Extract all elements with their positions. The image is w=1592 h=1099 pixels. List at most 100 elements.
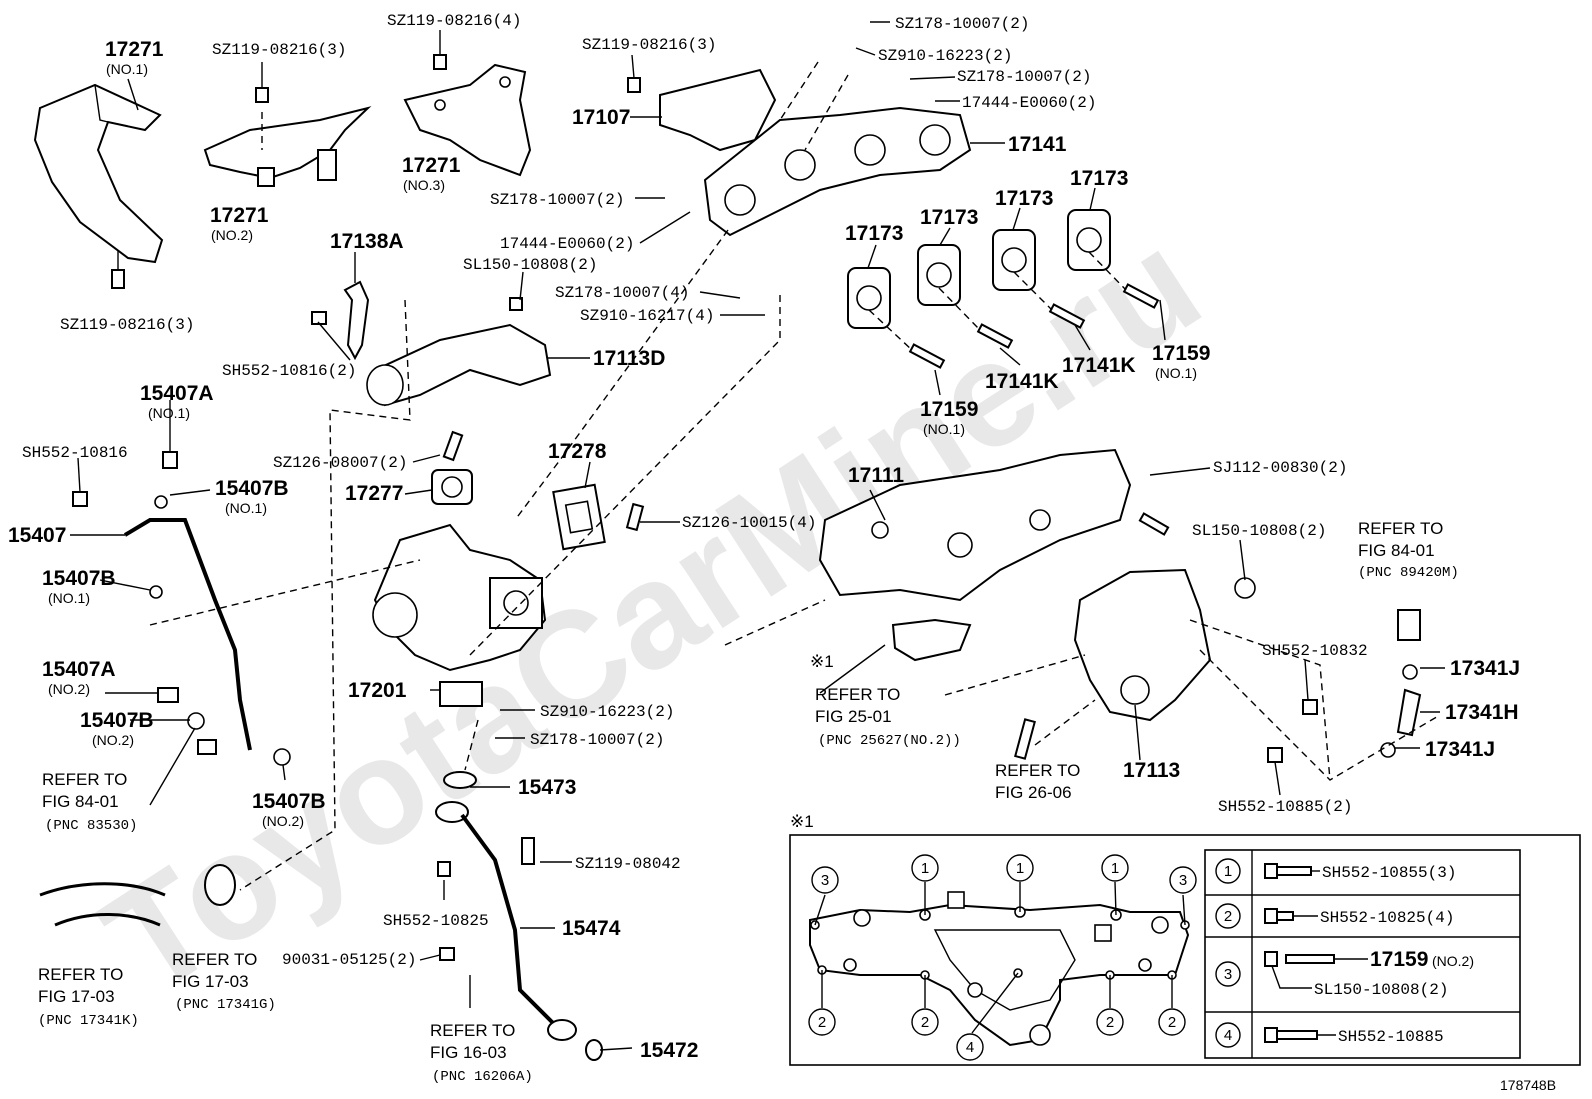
inset-callout: 2 — [1158, 1008, 1186, 1036]
label-17141: 17141 — [1008, 133, 1067, 156]
label-15407b-no1: 15407B — [215, 477, 289, 500]
label-17173-d: 17173 — [1070, 167, 1128, 190]
label-15407a-no2-sub: (NO.2) — [48, 681, 90, 697]
label-17271-no1: 17271 — [105, 38, 164, 61]
oil-pipe-15474 — [435, 771, 603, 1061]
bracket-17138a — [311, 280, 370, 361]
label-sh552-b: SH552-10816 — [22, 444, 128, 462]
label-17159-a: 17159 — [1152, 342, 1210, 365]
label-sz119-c: SZ119-08216(3) — [582, 36, 716, 54]
refer-2501c: (PNC 25627(NO.2)) — [818, 733, 961, 749]
label-15407b-no2: 15407B — [80, 709, 154, 732]
svg-text:SL150-10808(2): SL150-10808(2) — [1314, 981, 1448, 999]
gasket-17173-d — [1067, 209, 1111, 271]
gasket-17173-b — [917, 244, 961, 306]
label-sz910-b: SZ910-16217(4) — [580, 307, 714, 325]
inset-callout: 1 — [1101, 854, 1129, 882]
label-sh552-a: SH552-10816(2) — [222, 362, 356, 380]
label-17341j-b: 17341J — [1425, 738, 1495, 761]
pipe-17113d — [366, 297, 552, 407]
heat-shield-no3 — [403, 54, 532, 177]
label-sl150-b: SL150-10808(2) — [1192, 522, 1326, 540]
refer-8401-b3: (PNC 83530) — [45, 818, 137, 834]
label-15474: 15474 — [562, 917, 621, 940]
svg-text:1: 1 — [1016, 860, 1024, 877]
label-17111: 17111 — [848, 464, 904, 487]
refer-1703b3: (PNC 17341G) — [175, 997, 276, 1013]
label-17173-c: 17173 — [995, 187, 1053, 210]
refer-8401-a2: FIG 84-01 — [1358, 541, 1435, 560]
label-sz126-a: SZ126-08007(2) — [273, 454, 407, 472]
legend-table: 1 SH552-10855(3) 2 SH552-10825(4) 3 1715… — [1204, 849, 1521, 1059]
dashed-leaders — [149, 61, 1441, 891]
label-17444-b: 17444-E0060(2) — [500, 235, 634, 253]
label-15407b-no1b: 15407B — [42, 567, 116, 590]
manifold-insulator — [627, 68, 777, 152]
oil-line-15407 — [72, 451, 291, 766]
label-17173-b: 17173 — [920, 206, 978, 229]
refer-8401-a3: (PNC 89420M) — [1358, 565, 1459, 581]
label-15473: 15473 — [518, 776, 576, 799]
hose-17341k — [39, 882, 166, 927]
label-sh552-e: SH552-10825 — [383, 912, 489, 930]
label-17159-b-sub: (NO.1) — [923, 421, 965, 437]
label-sh552-d: SH552-10885(2) — [1218, 798, 1352, 816]
label-17444-a: 17444-E0060(2) — [962, 94, 1096, 112]
inset-mark: ※1 — [790, 812, 814, 831]
refer-2606: REFER TO — [995, 761, 1080, 780]
refer-2606b: FIG 26-06 — [995, 783, 1072, 802]
heat-shield-no1 — [33, 83, 164, 289]
label-15407b-no2b: 15407B — [252, 790, 326, 813]
legend-row: 4 SH552-10885 — [1215, 1022, 1444, 1048]
svg-text:2: 2 — [1168, 1014, 1176, 1031]
label-sz119-e: SZ119-08042 — [575, 855, 681, 873]
legend-row: 3 17159 (NO.2) SL150-10808(2) — [1215, 948, 1474, 999]
label-15407b-no1b-sub: (NO.1) — [48, 590, 90, 606]
svg-text:3: 3 — [821, 872, 829, 889]
label-17141k-b: 17141K — [1062, 354, 1136, 377]
label-17113d: 17113D — [593, 347, 665, 370]
svg-text:2: 2 — [1224, 908, 1232, 925]
svg-text:SH552-10855(3): SH552-10855(3) — [1322, 864, 1456, 882]
leader-lines — [70, 21, 1445, 1051]
figure-id: 178748B — [1500, 1077, 1556, 1093]
label-sj112: SJ112-00830(2) — [1213, 459, 1347, 477]
svg-text:3: 3 — [1224, 966, 1232, 983]
label-17107: 17107 — [572, 106, 630, 129]
heat-shield-no2 — [203, 87, 372, 187]
label-15407a-no1: 15407A — [140, 382, 214, 405]
label-17159-b: 17159 — [920, 398, 978, 421]
label-17173-a: 17173 — [845, 222, 903, 245]
svg-text:(NO.2): (NO.2) — [1432, 953, 1474, 969]
studs — [868, 251, 1160, 369]
label-sz126-b: SZ126-10015(4) — [682, 514, 816, 532]
svg-text:2: 2 — [921, 1014, 929, 1031]
label-17159-a-sub: (NO.1) — [1155, 365, 1197, 381]
refer-1603b: FIG 16-03 — [430, 1043, 507, 1062]
label-17271-no3: 17271 — [402, 154, 461, 177]
refer-2501: REFER TO — [815, 685, 900, 704]
refer-1703a2: FIG 17-03 — [38, 987, 115, 1006]
label-17201: 17201 — [348, 679, 407, 702]
gasket-17277 — [431, 430, 473, 505]
label-17341h: 17341H — [1445, 701, 1519, 724]
label-17113: 17113 — [1123, 759, 1180, 782]
refer-1703b: REFER TO — [172, 950, 257, 969]
label-sz910-a: SZ910-16223(2) — [878, 47, 1012, 65]
svg-text:1: 1 — [1111, 860, 1119, 877]
svg-text:1: 1 — [1224, 863, 1232, 880]
label-17271-no3-sub: (NO.3) — [403, 177, 445, 193]
label-sz178-b: SZ178-10007(2) — [957, 68, 1091, 86]
inset-callout: 2 — [911, 1008, 939, 1036]
svg-text:SH552-10825(4): SH552-10825(4) — [1320, 909, 1454, 927]
legend-row: 2 SH552-10825(4) — [1215, 903, 1454, 929]
label-15407a-no1-sub: (NO.1) — [148, 405, 190, 421]
label-sz119-a: SZ119-08216(3) — [212, 41, 346, 59]
inset-callouts: 3 1 1 1 3 2 2 4 2 2 — [808, 854, 1197, 1061]
clamp-17341g — [204, 864, 236, 906]
inset-gasket — [809, 881, 1190, 1047]
inset-callout: 1 — [911, 854, 939, 882]
label-17271-no2: 17271 — [210, 204, 269, 227]
gasket-17173-a — [847, 267, 891, 329]
